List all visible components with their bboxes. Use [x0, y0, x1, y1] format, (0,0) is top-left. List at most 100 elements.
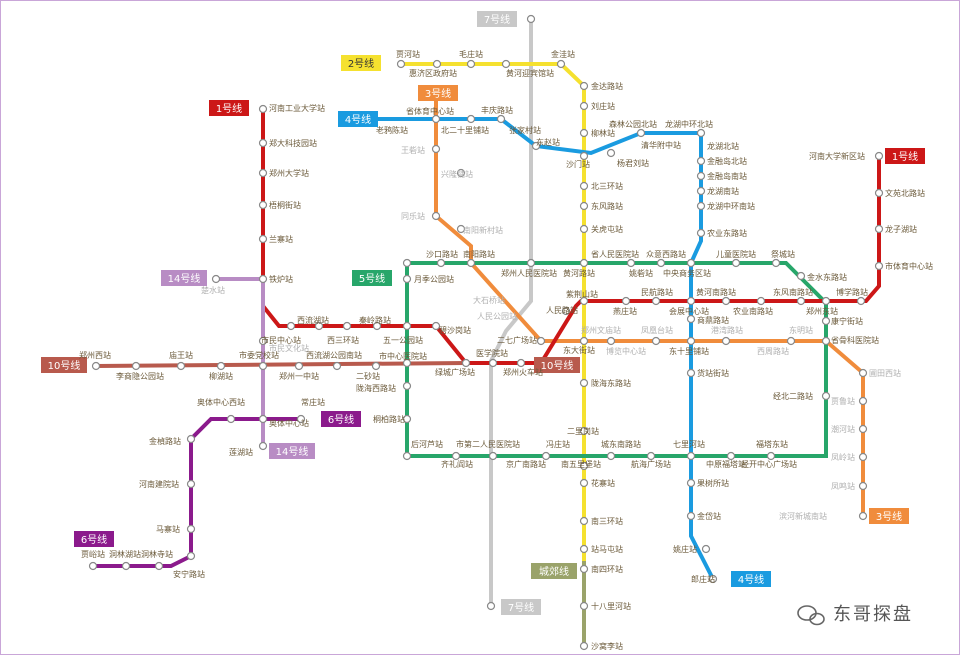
svg-text:柳湖站: 柳湖站 — [209, 371, 233, 381]
svg-text:省骨科医院站: 省骨科医院站 — [831, 335, 879, 345]
svg-text:西流湖公园南站: 西流湖公园南站 — [306, 350, 362, 360]
svg-text:民航路站: 民航路站 — [641, 287, 673, 297]
svg-text:凤凰台站: 凤凰台站 — [641, 325, 673, 335]
svg-text:站马屯站: 站马屯站 — [591, 544, 623, 554]
svg-text:市体育中心站: 市体育中心站 — [885, 261, 933, 271]
line2-path — [401, 62, 586, 561]
svg-text:14号线: 14号线 — [168, 272, 201, 285]
svg-text:大石桥站: 大石桥站 — [473, 295, 505, 305]
svg-text:城郊线: 城郊线 — [539, 565, 569, 578]
svg-text:河南建院站: 河南建院站 — [139, 479, 179, 489]
svg-text:省人民医院站: 省人民医院站 — [591, 249, 639, 259]
svg-text:关虎屯站: 关虎屯站 — [591, 224, 623, 234]
svg-text:七里河站: 七里河站 — [673, 439, 705, 449]
badge-line1-right: 1号线 — [885, 148, 925, 164]
svg-text:金岱站: 金岱站 — [697, 511, 721, 521]
svg-text:众意西路站: 众意西路站 — [646, 249, 686, 259]
svg-text:文苑北路站: 文苑北路站 — [885, 188, 925, 198]
svg-text:龙湖北站: 龙湖北站 — [707, 141, 739, 151]
svg-text:沙口路站: 沙口路站 — [426, 249, 458, 259]
svg-text:博览中心站: 博览中心站 — [606, 346, 646, 356]
svg-text:河南工业大学站: 河南工业大学站 — [269, 103, 325, 113]
svg-text:东十里铺站: 东十里铺站 — [669, 346, 709, 356]
badge-chengjiao: 城郊线 — [531, 563, 577, 579]
svg-text:经开中心广场站: 经开中心广场站 — [741, 459, 797, 469]
svg-text:1号线: 1号线 — [216, 102, 242, 115]
svg-text:西周路站: 西周路站 — [757, 346, 789, 356]
badge-line4-top: 4号线 — [338, 111, 378, 127]
svg-text:3号线: 3号线 — [425, 87, 451, 100]
svg-text:奥体中心西站: 奥体中心西站 — [197, 397, 245, 407]
svg-text:东明站: 东明站 — [789, 325, 813, 335]
svg-text:兴隆铺站: 兴隆铺站 — [441, 169, 473, 179]
svg-text:东赵站: 东赵站 — [536, 137, 560, 147]
svg-text:郑州火车站: 郑州火车站 — [503, 367, 543, 377]
svg-text:奥体中心站: 奥体中心站 — [269, 418, 309, 428]
badge-line10-mid: 10号线 — [534, 357, 580, 373]
svg-text:农业东路站: 农业东路站 — [707, 228, 747, 238]
svg-text:金融岛南站: 金融岛南站 — [707, 171, 747, 181]
station-labels: 河南工业大学站 郑大科技园站 郑州大学站 梧桐街站 兰寨站 铁炉站 市民中心站 … — [79, 49, 933, 651]
badge-line1-left: 1号线 — [209, 100, 249, 116]
badge-line14-top: 14号线 — [161, 270, 207, 286]
svg-text:省体育中心站: 省体育中心站 — [406, 106, 454, 116]
svg-text:6号线: 6号线 — [81, 533, 107, 546]
svg-text:二里岗站: 二里岗站 — [567, 426, 599, 436]
svg-text:市民中心站: 市民中心站 — [261, 335, 301, 345]
svg-text:姚砦站: 姚砦站 — [629, 268, 653, 278]
line5-path — [405, 261, 828, 458]
svg-text:贾河站: 贾河站 — [396, 49, 420, 59]
badge-line7-bottom: 7号线 — [501, 599, 541, 615]
svg-text:惠济区政府站: 惠济区政府站 — [409, 68, 457, 78]
svg-text:老鸦陈站: 老鸦陈站 — [376, 125, 408, 135]
svg-text:金楨路站: 金楨路站 — [149, 436, 181, 446]
line6-path — [93, 417, 301, 568]
svg-text:花寨站: 花寨站 — [591, 478, 615, 488]
svg-text:果树所站: 果树所站 — [697, 478, 729, 488]
svg-text:金达路站: 金达路站 — [591, 81, 623, 91]
svg-text:陇海东路站: 陇海东路站 — [591, 378, 631, 388]
svg-text:商鼎路站: 商鼎路站 — [697, 315, 729, 325]
svg-text:紫荆山站: 紫荆山站 — [566, 289, 598, 299]
svg-text:南阳路站: 南阳路站 — [463, 249, 495, 259]
svg-text:李商隐公园站: 李商隐公园站 — [116, 371, 164, 381]
svg-text:贾峪站: 贾峪站 — [81, 549, 105, 559]
svg-text:冯庄站: 冯庄站 — [546, 439, 570, 449]
svg-text:祭城站: 祭城站 — [771, 249, 795, 259]
svg-text:凤鸣站: 凤鸣站 — [831, 481, 855, 491]
badge-line14-bottom: 14号线 — [269, 443, 315, 459]
svg-text:沙门站: 沙门站 — [566, 159, 590, 169]
svg-text:柳林站: 柳林站 — [591, 128, 615, 138]
svg-text:南三环站: 南三环站 — [591, 516, 623, 526]
svg-text:五一公园站: 五一公园站 — [383, 335, 423, 345]
svg-text:10号线: 10号线 — [541, 359, 574, 372]
badge-line7-top: 7号线 — [477, 11, 517, 27]
badge-line3-top: 3号线 — [418, 85, 458, 101]
svg-text:7号线: 7号线 — [484, 13, 510, 26]
badge-line5: 5号线 — [352, 270, 392, 286]
svg-text:儿童医院站: 儿童医院站 — [716, 249, 756, 259]
svg-text:王砦站: 王砦站 — [401, 145, 425, 155]
svg-text:月季公园站: 月季公园站 — [414, 274, 454, 284]
svg-text:后河芦站: 后河芦站 — [411, 439, 443, 449]
svg-text:梧桐街站: 梧桐街站 — [269, 200, 301, 210]
svg-text:毛庄站: 毛庄站 — [459, 49, 483, 59]
svg-text:市第二人民医院站: 市第二人民医院站 — [456, 439, 520, 449]
svg-text:农业南路站: 农业南路站 — [733, 306, 773, 316]
svg-text:莲湖站: 莲湖站 — [229, 447, 253, 457]
svg-text:张家村站: 张家村站 — [509, 125, 541, 135]
svg-text:碧沙岗站: 碧沙岗站 — [439, 325, 471, 335]
badge-line6-top: 6号线 — [321, 411, 361, 427]
svg-text:郑州东站: 郑州东站 — [806, 306, 838, 316]
svg-text:马寨站: 马寨站 — [156, 524, 180, 534]
svg-text:医学院站: 医学院站 — [476, 348, 508, 358]
svg-text:7号线: 7号线 — [508, 601, 534, 614]
line3-path — [434, 96, 865, 516]
svg-text:经北二路站: 经北二路站 — [773, 391, 813, 401]
svg-text:杨君刘站: 杨君刘站 — [617, 158, 649, 168]
svg-text:会展中心站: 会展中心站 — [669, 306, 709, 316]
svg-text:绿城广场站: 绿城广场站 — [435, 367, 475, 377]
svg-text:金融岛北站: 金融岛北站 — [707, 156, 747, 166]
